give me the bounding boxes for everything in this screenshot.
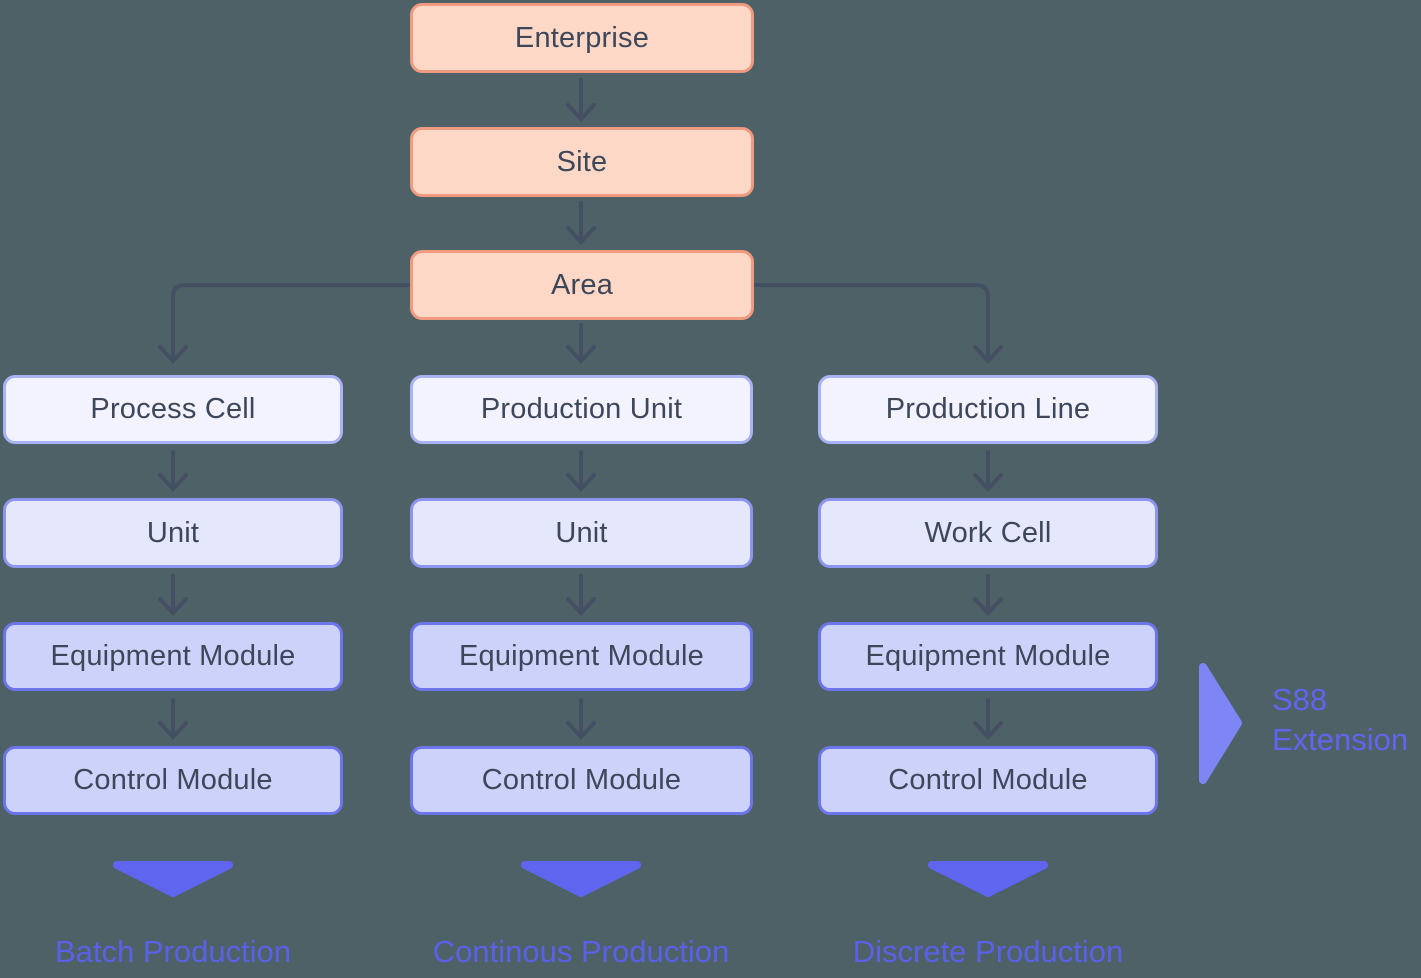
- s88-extension-line1: S88: [1272, 682, 1328, 717]
- down-triangle-batch-icon: [113, 861, 233, 897]
- box-production-line: Production Line: [818, 375, 1158, 444]
- box-unit-continuous: Unit: [410, 498, 753, 568]
- s88-extension-arrow-icon: [1199, 663, 1242, 784]
- box-control-module-continuous: Control Module: [410, 746, 753, 815]
- s88-extension-line2: Extension: [1272, 722, 1409, 757]
- arrow-area-process-cell: [158, 283, 412, 364]
- box-equipment-module-batch: Equipment Module: [3, 622, 343, 691]
- label-discrete-production: Discrete Production: [852, 934, 1124, 969]
- box-work-cell: Work Cell: [818, 498, 1158, 568]
- arrow-area-production-line: [751, 283, 1003, 364]
- down-triangle-continuous-icon: [521, 861, 641, 897]
- box-equipment-module-discrete: Equipment Module: [818, 622, 1158, 691]
- label-continuous-production: Continous Production: [432, 934, 730, 969]
- box-production-unit: Production Unit: [410, 375, 753, 444]
- down-triangle-discrete-icon: [928, 861, 1048, 897]
- s88-extension-label: S88 Extension: [1272, 680, 1408, 760]
- box-process-cell: Process Cell: [3, 375, 343, 444]
- box-site: Site: [410, 127, 754, 197]
- box-equipment-module-continuous: Equipment Module: [410, 622, 753, 691]
- label-batch-production: Batch Production: [54, 934, 292, 969]
- box-area: Area: [410, 250, 754, 320]
- box-control-module-batch: Control Module: [3, 746, 343, 815]
- box-control-module-discrete: Control Module: [818, 746, 1158, 815]
- box-enterprise: Enterprise: [410, 3, 754, 73]
- box-unit-batch: Unit: [3, 498, 343, 568]
